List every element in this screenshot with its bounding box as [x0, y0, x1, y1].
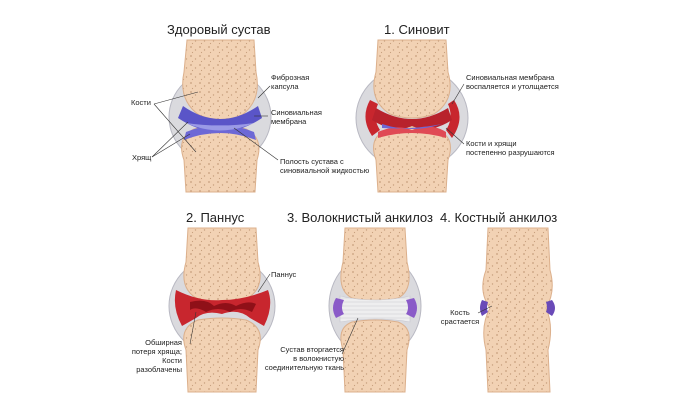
- label-cartilage: Хрящ: [132, 153, 152, 162]
- pannus-upper-bone: [183, 227, 261, 304]
- healthy-joint-cavity: [186, 123, 254, 131]
- leader-joint-fibrous: [341, 317, 359, 355]
- pannus-joint-illustration: [168, 227, 276, 393]
- label-pannus: Паннус: [271, 270, 297, 279]
- synovitis-lower-bone: [373, 126, 451, 193]
- bony-right-remnant: [546, 300, 555, 316]
- healthy-joint-title: Здоровый сустав: [167, 22, 271, 37]
- label-synovial-membrane: Синовиальная мембрана: [271, 108, 322, 126]
- fibrous-upper-bone: [340, 227, 410, 302]
- synovitis-title: 1. Синовит: [384, 22, 450, 37]
- leader-pannus: [257, 273, 271, 293]
- label-bones-destroyed: Кости и хрящи постепенно разрушаются: [466, 139, 555, 157]
- bony-fused-bone: [482, 227, 553, 393]
- synovitis-right-membrane: [446, 100, 460, 138]
- fibrous-connective-tissue: [339, 295, 411, 323]
- bony-joint-illustration: [480, 227, 555, 393]
- healthy-cartilage-lower: [184, 125, 256, 140]
- fibrous-ankylosis-title: 3. Волокнистый анкилоз: [287, 210, 433, 225]
- synovitis-upper-cartilage: [372, 108, 452, 129]
- leader-fibrous-capsule: [257, 85, 271, 99]
- synovitis-cavity: [382, 124, 442, 129]
- label-joint-cavity: Полость сустава с синовиальной жидкостью: [280, 157, 370, 175]
- pannus-eroded-cartilage: [190, 300, 256, 312]
- leader-joint-cavity: [233, 127, 279, 161]
- leader-membrane-inflamed: [451, 83, 465, 105]
- synovitis-lower-cartilage: [378, 126, 446, 138]
- label-bones: Кости: [131, 98, 151, 107]
- leader-bones-destroyed: [445, 127, 465, 145]
- leader-bones-upper: [153, 91, 199, 105]
- leader-bone-fuses: [477, 305, 493, 314]
- leader-cartilage-upper: [151, 121, 189, 158]
- label-fibrous-capsule: Фиброзная капсула: [271, 73, 310, 91]
- label-joint-fibrous: Сустав вторгается в волокнистую соединит…: [264, 345, 344, 372]
- leader-lines: [151, 83, 493, 355]
- fibrous-right-remnant: [406, 298, 417, 318]
- healthy-joint-illustration: [168, 39, 272, 193]
- leader-cartilage-loss: [189, 311, 197, 345]
- bony-ankylosis-title: 4. Костный анкилоз: [440, 210, 558, 225]
- fibrous-left-remnant: [333, 298, 344, 318]
- synovitis-upper-bone: [373, 39, 451, 119]
- pannus-lower-bone: [183, 317, 261, 393]
- label-bone-fuses: Кость срастается: [440, 308, 480, 326]
- fibrous-lower-bone: [340, 319, 410, 393]
- synovitis-joint-illustration: [355, 39, 469, 193]
- label-membrane-inflamed: Синовиальная мембрана воспаляется и утол…: [466, 73, 559, 91]
- label-cartilage-loss: Обширная потеря хряща; Кости разоблачены: [131, 338, 182, 374]
- leader-cartilage-lower: [151, 133, 191, 158]
- bony-left-remnant: [480, 300, 488, 316]
- healthy-upper-bone: [182, 39, 258, 120]
- leader-bones-lower: [153, 103, 197, 153]
- pannus-title: 2. Паннус: [186, 210, 245, 225]
